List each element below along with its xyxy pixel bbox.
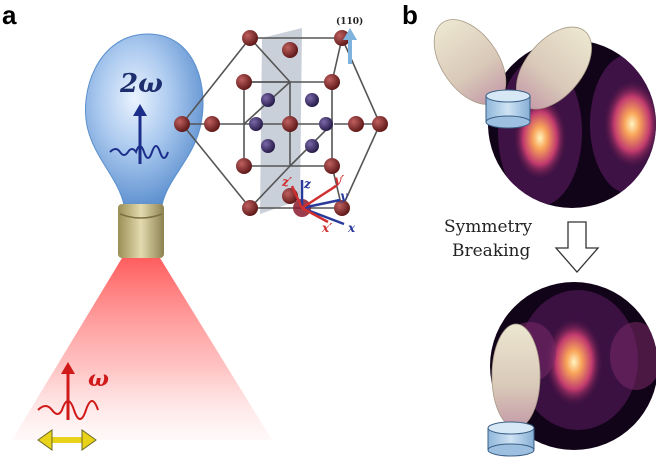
atom	[236, 158, 252, 174]
atom-purple	[261, 93, 275, 107]
bulb-label: 2ω	[119, 69, 163, 99]
miller-index: (110)	[336, 16, 363, 27]
atom	[324, 158, 340, 174]
sh-lobes-top	[433, 19, 592, 129]
sh-lobe-bottom	[487, 323, 541, 457]
coordinate-axes	[290, 180, 345, 226]
symmetry-label-line2: Breaking	[452, 241, 531, 261]
down-arrow	[554, 221, 600, 273]
polarization-arrow	[37, 429, 97, 451]
atom	[174, 116, 190, 132]
miller-arrow	[343, 28, 357, 64]
lattice-atoms	[174, 30, 388, 216]
atom	[242, 30, 258, 46]
symmetry-label-line1: Symmetry	[444, 217, 533, 237]
atom	[372, 116, 388, 132]
axis-z-prime: z′	[281, 175, 293, 189]
fundamental-wave	[37, 362, 99, 420]
atom-purple	[305, 139, 319, 153]
atom	[242, 200, 258, 216]
atom-purple	[249, 117, 263, 131]
panel-label-a: a	[2, 0, 17, 30]
panel-label-b: b	[402, 0, 418, 30]
atom	[324, 74, 340, 90]
atom	[236, 74, 252, 90]
sh-wave-packet	[109, 104, 169, 164]
atom-purple	[261, 139, 275, 153]
beam-label: ω	[88, 366, 109, 392]
atom	[348, 116, 364, 132]
atom	[334, 200, 350, 216]
atom	[282, 42, 298, 58]
axis-z: z	[303, 177, 312, 191]
axis-x: x	[347, 221, 356, 235]
axis-y: y	[339, 189, 348, 203]
bulb-base	[118, 204, 164, 258]
atom-purple	[319, 117, 333, 131]
axis-x-prime: x′	[321, 221, 333, 235]
atom-purple	[305, 93, 319, 107]
atom	[204, 116, 220, 132]
laser-beam-cone	[12, 258, 272, 440]
atom	[334, 30, 350, 46]
lattice-plane	[260, 28, 302, 214]
axis-y-prime: y′	[333, 173, 345, 187]
atom	[282, 116, 298, 132]
